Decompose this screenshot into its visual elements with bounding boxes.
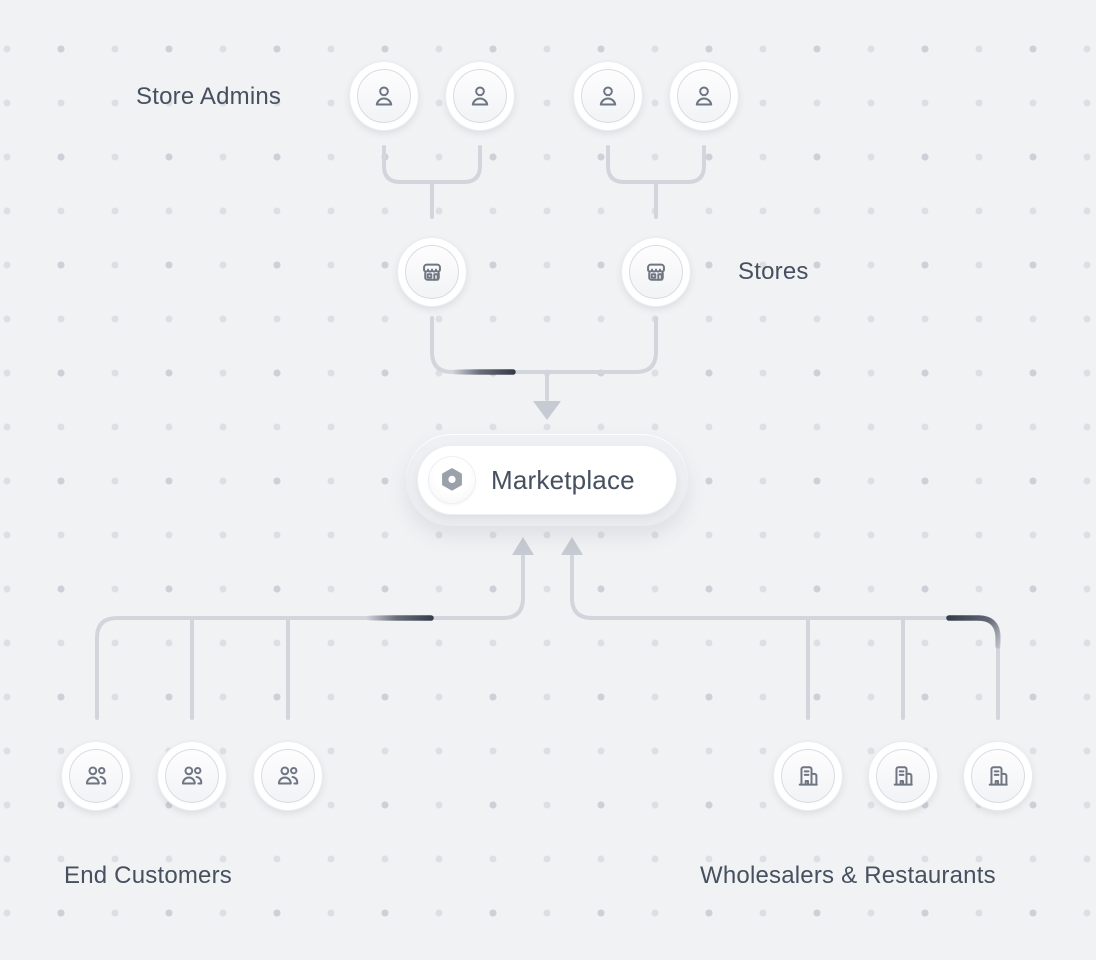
- stores-label: Stores: [738, 258, 809, 285]
- building-icon: [798, 766, 818, 786]
- wholesaler-node: [964, 742, 1032, 810]
- arrow-down-icon: [533, 401, 561, 420]
- arrow-up-right-icon: [561, 537, 583, 555]
- wire-admins-left: [382, 145, 482, 184]
- wire-wholesalers-branch: [570, 551, 1000, 720]
- end-customer-node: [158, 742, 226, 810]
- wholesalers-label: Wholesalers & Restaurants: [700, 862, 996, 889]
- store-admin-node: [574, 62, 642, 130]
- arrow-up-left-icon: [512, 537, 534, 555]
- store-node: [398, 238, 466, 306]
- building-icon: [893, 766, 913, 786]
- end-customers-label: End Customers: [64, 862, 232, 889]
- wholesaler-node: [774, 742, 842, 810]
- medusa-logo-icon: [442, 468, 462, 491]
- data-pulse-wholesalers: [946, 615, 1001, 649]
- store-admin-node: [350, 62, 418, 130]
- end-customer-node: [254, 742, 322, 810]
- user-icon: [599, 86, 617, 106]
- marketplace-node: Marketplace: [406, 434, 688, 526]
- users-icon: [277, 766, 299, 785]
- store-admins-label: Store Admins: [136, 83, 282, 110]
- user-icon: [375, 86, 393, 106]
- store-admin-node: [670, 62, 738, 130]
- storefront-icon: [647, 263, 665, 281]
- storefront-icon: [423, 263, 441, 281]
- store-admin-node: [446, 62, 514, 130]
- marketplace-label: Marketplace: [491, 464, 635, 495]
- users-icon: [181, 766, 203, 785]
- user-icon: [695, 86, 713, 106]
- building-icon: [988, 766, 1008, 786]
- wire-customers-branch: [95, 551, 525, 720]
- users-icon: [85, 766, 107, 785]
- end-customer-node: [62, 742, 130, 810]
- store-node: [622, 238, 690, 306]
- wire-admins-right: [606, 145, 706, 184]
- user-icon: [471, 86, 489, 106]
- wholesaler-node: [869, 742, 937, 810]
- wire-stores-merge: [430, 316, 658, 374]
